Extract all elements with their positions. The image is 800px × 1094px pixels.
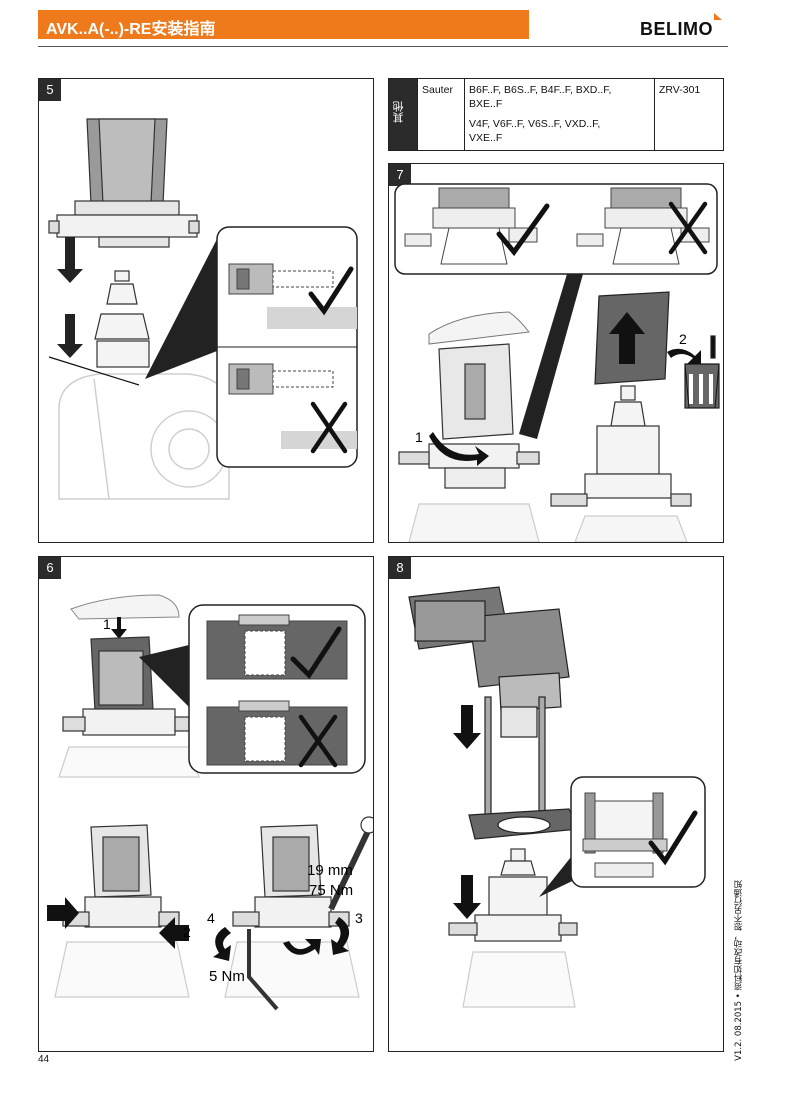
hand-icon xyxy=(70,594,180,620)
step-6-illustration: 1 2 xyxy=(47,594,373,1011)
arrow-down-icon xyxy=(453,705,481,749)
valve-compatibility-table: 其他 Sauter B6F..F, B6S..F, B4F..F, BXD..F… xyxy=(388,78,724,151)
step-5-illustration xyxy=(48,118,358,500)
step-6-label-3: 3 xyxy=(355,910,363,926)
step-6-label-2: 2 xyxy=(183,924,191,940)
manufacturer-text: Sauter xyxy=(422,84,453,96)
trash-bin-icon xyxy=(684,363,720,409)
table-cell-adapter: ZRV-301 xyxy=(654,79,724,150)
table-cell-valves: B6F..F, B6S..F, B4F..F, BXD..F, BXE..F V… xyxy=(464,79,655,150)
step-7-illustration: 1 2 xyxy=(394,183,720,542)
rotate-arrow-icon xyxy=(331,917,350,955)
rotate-arrow-icon xyxy=(429,432,489,466)
rotate-arrow-icon xyxy=(213,927,231,961)
rotate-arrow-icon xyxy=(283,939,321,955)
document-title: AVK..A(-..)-RE安装指南 xyxy=(46,21,216,38)
step-8-illustration xyxy=(408,586,706,1008)
page-number: 44 xyxy=(38,1054,50,1065)
cross-icon xyxy=(298,714,338,768)
header-bar: AVK..A(-..)-RE安装指南 xyxy=(38,10,529,39)
step-8-panel: 8 xyxy=(388,556,724,1052)
table-group-label: 其他 xyxy=(392,101,405,123)
header-rule xyxy=(38,46,728,47)
hand-icon xyxy=(428,311,530,345)
arrow-down-icon xyxy=(57,237,83,358)
valves-line-2: BXE..F xyxy=(469,98,503,110)
version-note: V1.2. 08.2015 • 资料如有改动，恕不另行通知 xyxy=(733,880,747,1061)
rotate-arrow-icon xyxy=(667,348,701,364)
valves-line-4: VXE..F xyxy=(469,132,503,144)
step-7-label-2: 2 xyxy=(679,331,687,347)
valves-line-1: B6F..F, B6S..F, B4F..F, BXD..F, xyxy=(469,84,612,96)
step-5-number: 5 xyxy=(39,79,61,101)
check-icon xyxy=(496,203,550,257)
arrow-left-icon xyxy=(159,917,189,949)
version-text: V1.2. 08.2015 • 资料如有改动，恕不另行通知 xyxy=(734,880,744,1061)
step-6-number: 6 xyxy=(39,557,61,579)
step-6-panel: 6 1 xyxy=(38,556,374,1052)
table-cell-manufacturer: Sauter xyxy=(417,79,465,150)
step-7-number: 7 xyxy=(389,164,411,186)
step-6-label-1: 1 xyxy=(103,616,111,632)
arrow-down-icon xyxy=(453,875,481,919)
cross-icon xyxy=(310,401,348,454)
valves-line-3: V4F, V6F..F, V6S..F, VXD..F, xyxy=(469,118,601,130)
arrow-right-icon xyxy=(47,897,79,929)
step-7-panel: 7 1 xyxy=(388,163,724,543)
table-group-band: 其他 xyxy=(389,79,417,150)
brand-logo: BELIMO xyxy=(640,10,736,40)
torque-label: 75 Nm xyxy=(309,882,353,899)
step-7-label-1: 1 xyxy=(415,429,423,445)
adapter-text: ZRV-301 xyxy=(659,84,701,96)
step-8-number: 8 xyxy=(389,557,411,579)
brand-name: BELIMO xyxy=(640,19,713,39)
check-icon xyxy=(308,266,354,316)
check-icon xyxy=(648,810,698,866)
arrow-down-icon xyxy=(111,617,127,639)
wrench-size-label: 19 mm xyxy=(307,862,353,879)
hex-torque-label: 5 Nm xyxy=(209,968,245,985)
check-icon xyxy=(290,626,342,679)
step-6-label-4: 4 xyxy=(207,910,215,926)
step-5-panel: 5 xyxy=(38,78,374,543)
arrow-up-icon xyxy=(609,312,645,364)
cross-icon xyxy=(668,201,708,255)
